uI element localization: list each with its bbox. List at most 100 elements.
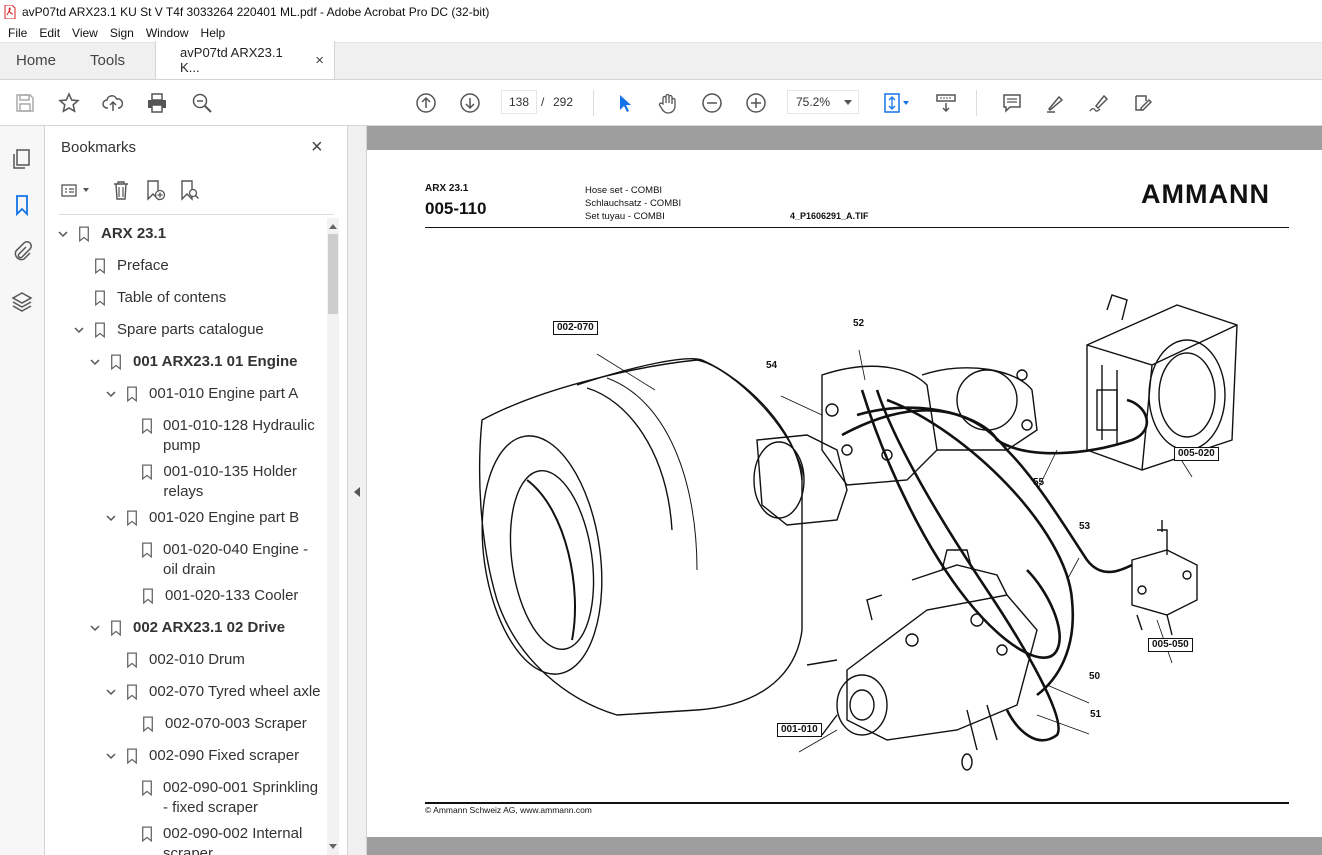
hydraulic-pump-drawing bbox=[806, 549, 1038, 771]
chevron-down-icon[interactable] bbox=[103, 746, 119, 766]
find-bookmark-icon[interactable] bbox=[177, 178, 201, 202]
hand-tool-icon[interactable] bbox=[656, 91, 680, 115]
bookmark-icon bbox=[77, 224, 91, 244]
bookmark-item[interactable]: 002-090-002 Internal scraper bbox=[141, 824, 321, 855]
page-number-input[interactable]: 138 bbox=[501, 90, 537, 114]
previous-page-icon[interactable] bbox=[414, 91, 438, 115]
bookmark-item[interactable]: 002 ARX23.1 02 Drive bbox=[87, 618, 285, 638]
bookmark-item[interactable]: ARX 23.1 bbox=[55, 224, 166, 244]
callout-002-070[interactable]: 002-070 bbox=[553, 321, 598, 335]
bookmark-panel-icon[interactable] bbox=[10, 193, 34, 217]
page-thumbnails-icon[interactable] bbox=[10, 147, 34, 171]
callout-54[interactable]: 54 bbox=[766, 360, 778, 371]
callout-52[interactable]: 52 bbox=[853, 318, 865, 329]
page-description: Hose set - COMBI Schlauchsatz - COMBI Se… bbox=[585, 184, 681, 223]
options-dropdown-icon[interactable] bbox=[79, 178, 93, 202]
menu-edit[interactable]: Edit bbox=[39, 25, 61, 40]
bookmark-icon bbox=[93, 288, 107, 308]
menu-help[interactable]: Help bbox=[200, 25, 226, 40]
scroll-up-icon[interactable] bbox=[329, 224, 337, 229]
menu-sign[interactable]: Sign bbox=[109, 25, 134, 40]
bookmark-item[interactable]: 002-090 Fixed scraper bbox=[103, 746, 299, 766]
chevron-down-icon[interactable] bbox=[55, 224, 71, 244]
layers-icon[interactable] bbox=[10, 289, 34, 313]
scroll-mode-icon[interactable] bbox=[934, 91, 958, 115]
menu-file[interactable]: File bbox=[8, 25, 28, 40]
draw-sign-icon[interactable] bbox=[1087, 91, 1111, 115]
scroll-down-icon[interactable] bbox=[329, 844, 337, 849]
callout-53[interactable]: 53 bbox=[1079, 521, 1091, 532]
chevron-down-icon[interactable] bbox=[71, 320, 87, 340]
tab-tools[interactable]: Tools bbox=[90, 52, 126, 69]
pdf-page: ARX 23.1 005-110 Hose set - COMBI Schlau… bbox=[367, 150, 1322, 837]
save-icon[interactable] bbox=[13, 91, 37, 115]
callout-51[interactable]: 51 bbox=[1090, 709, 1102, 720]
new-bookmark-icon[interactable] bbox=[143, 178, 167, 202]
bookmark-label: Spare parts catalogue bbox=[117, 321, 264, 338]
bookmark-item[interactable]: 002-090-001 Sprinkling - fixed scraper bbox=[141, 778, 321, 818]
zoom-level-select[interactable]: 75.2% bbox=[787, 90, 859, 114]
bookmark-item[interactable]: 002-010 Drum bbox=[125, 650, 245, 670]
fit-page-dropdown-icon[interactable] bbox=[899, 91, 913, 115]
bookmark-icon bbox=[125, 384, 139, 404]
comment-icon[interactable] bbox=[1000, 91, 1024, 115]
bookmark-item[interactable]: Table of contens bbox=[93, 288, 226, 308]
chevron-down-icon[interactable] bbox=[103, 384, 119, 404]
bookmark-item[interactable]: 001-010 Engine part A bbox=[103, 384, 298, 404]
callout-55[interactable]: 55 bbox=[1033, 477, 1045, 488]
options-list-icon[interactable] bbox=[59, 178, 83, 202]
fit-page-icon[interactable] bbox=[880, 91, 904, 115]
select-cursor-icon[interactable] bbox=[612, 91, 636, 115]
menu-window[interactable]: Window bbox=[145, 25, 189, 40]
bookmark-item[interactable]: 002-070 Tyred wheel axle bbox=[103, 682, 321, 702]
menu-view[interactable]: View bbox=[72, 25, 98, 40]
bookmark-item[interactable]: 002-070-003 Scraper bbox=[141, 714, 307, 734]
callout-005-050[interactable]: 005-050 bbox=[1148, 638, 1193, 652]
bookmark-item[interactable]: 001-010-135 Holder relays bbox=[141, 462, 321, 502]
attachment-icon[interactable] bbox=[10, 239, 34, 263]
print-icon[interactable] bbox=[145, 91, 169, 115]
menu-bar: File Edit View Sign Window Help bbox=[0, 23, 1322, 43]
upload-cloud-icon[interactable] bbox=[101, 91, 125, 115]
bookmark-item[interactable]: 001-020-133 Cooler bbox=[141, 586, 298, 606]
page-footer: © Ammann Schweiz AG, www.ammann.com bbox=[425, 805, 592, 815]
bookmark-item[interactable]: Preface bbox=[93, 256, 169, 276]
bookmark-icon bbox=[125, 508, 139, 528]
bookmark-item[interactable]: Spare parts catalogue bbox=[71, 320, 264, 340]
tab-close-icon[interactable]: × bbox=[315, 51, 325, 69]
chevron-down-icon[interactable] bbox=[103, 682, 119, 702]
bookmark-label: 002-070-003 Scraper bbox=[165, 715, 307, 732]
chevron-down-icon[interactable] bbox=[103, 508, 119, 528]
document-viewer[interactable]: ARX 23.1 005-110 Hose set - COMBI Schlau… bbox=[367, 126, 1322, 855]
bookmark-label: 001-020-040 Engine - oil drain bbox=[163, 541, 309, 578]
panel-collapse-strip[interactable] bbox=[348, 126, 367, 855]
chevron-down-icon bbox=[844, 100, 852, 105]
highlight-pen-icon[interactable] bbox=[1043, 91, 1067, 115]
collapse-panel-icon[interactable] bbox=[354, 487, 360, 497]
chevron-down-icon[interactable] bbox=[87, 618, 103, 638]
callout-005-020[interactable]: 005-020 bbox=[1174, 447, 1219, 461]
next-page-icon[interactable] bbox=[458, 91, 482, 115]
drive-motor-drawing bbox=[753, 365, 1038, 526]
chevron-down-icon[interactable] bbox=[87, 352, 103, 372]
bookmark-item[interactable]: 001-020-040 Engine - oil drain bbox=[141, 540, 321, 580]
find-zoom-icon[interactable] bbox=[190, 91, 214, 115]
star-icon[interactable] bbox=[57, 91, 81, 115]
leader-lines bbox=[596, 349, 1193, 753]
bookmark-item[interactable]: 001 ARX23.1 01 Engine bbox=[87, 352, 298, 372]
scrollbar-thumb[interactable] bbox=[328, 234, 338, 314]
delete-bookmark-icon[interactable] bbox=[109, 178, 133, 202]
bookmarks-scrollbar[interactable] bbox=[327, 218, 339, 855]
callout-001-010[interactable]: 001-010 bbox=[777, 723, 822, 737]
bookmark-label: 001-010-128 Hydraulic pump bbox=[163, 417, 315, 454]
bookmark-item[interactable]: 001-020 Engine part B bbox=[103, 508, 299, 528]
tab-home[interactable]: Home bbox=[16, 52, 57, 69]
tab-document[interactable]: avP07td ARX23.1 K... × bbox=[155, 41, 336, 79]
close-icon[interactable]: × bbox=[311, 136, 323, 158]
description-fr: Set tuyau - COMBI bbox=[585, 211, 665, 222]
edit-text-icon[interactable] bbox=[1131, 91, 1155, 115]
callout-50[interactable]: 50 bbox=[1089, 671, 1101, 682]
zoom-in-icon[interactable] bbox=[744, 91, 768, 115]
bookmark-item[interactable]: 001-010-128 Hydraulic pump bbox=[141, 416, 321, 456]
zoom-out-icon[interactable] bbox=[700, 91, 724, 115]
